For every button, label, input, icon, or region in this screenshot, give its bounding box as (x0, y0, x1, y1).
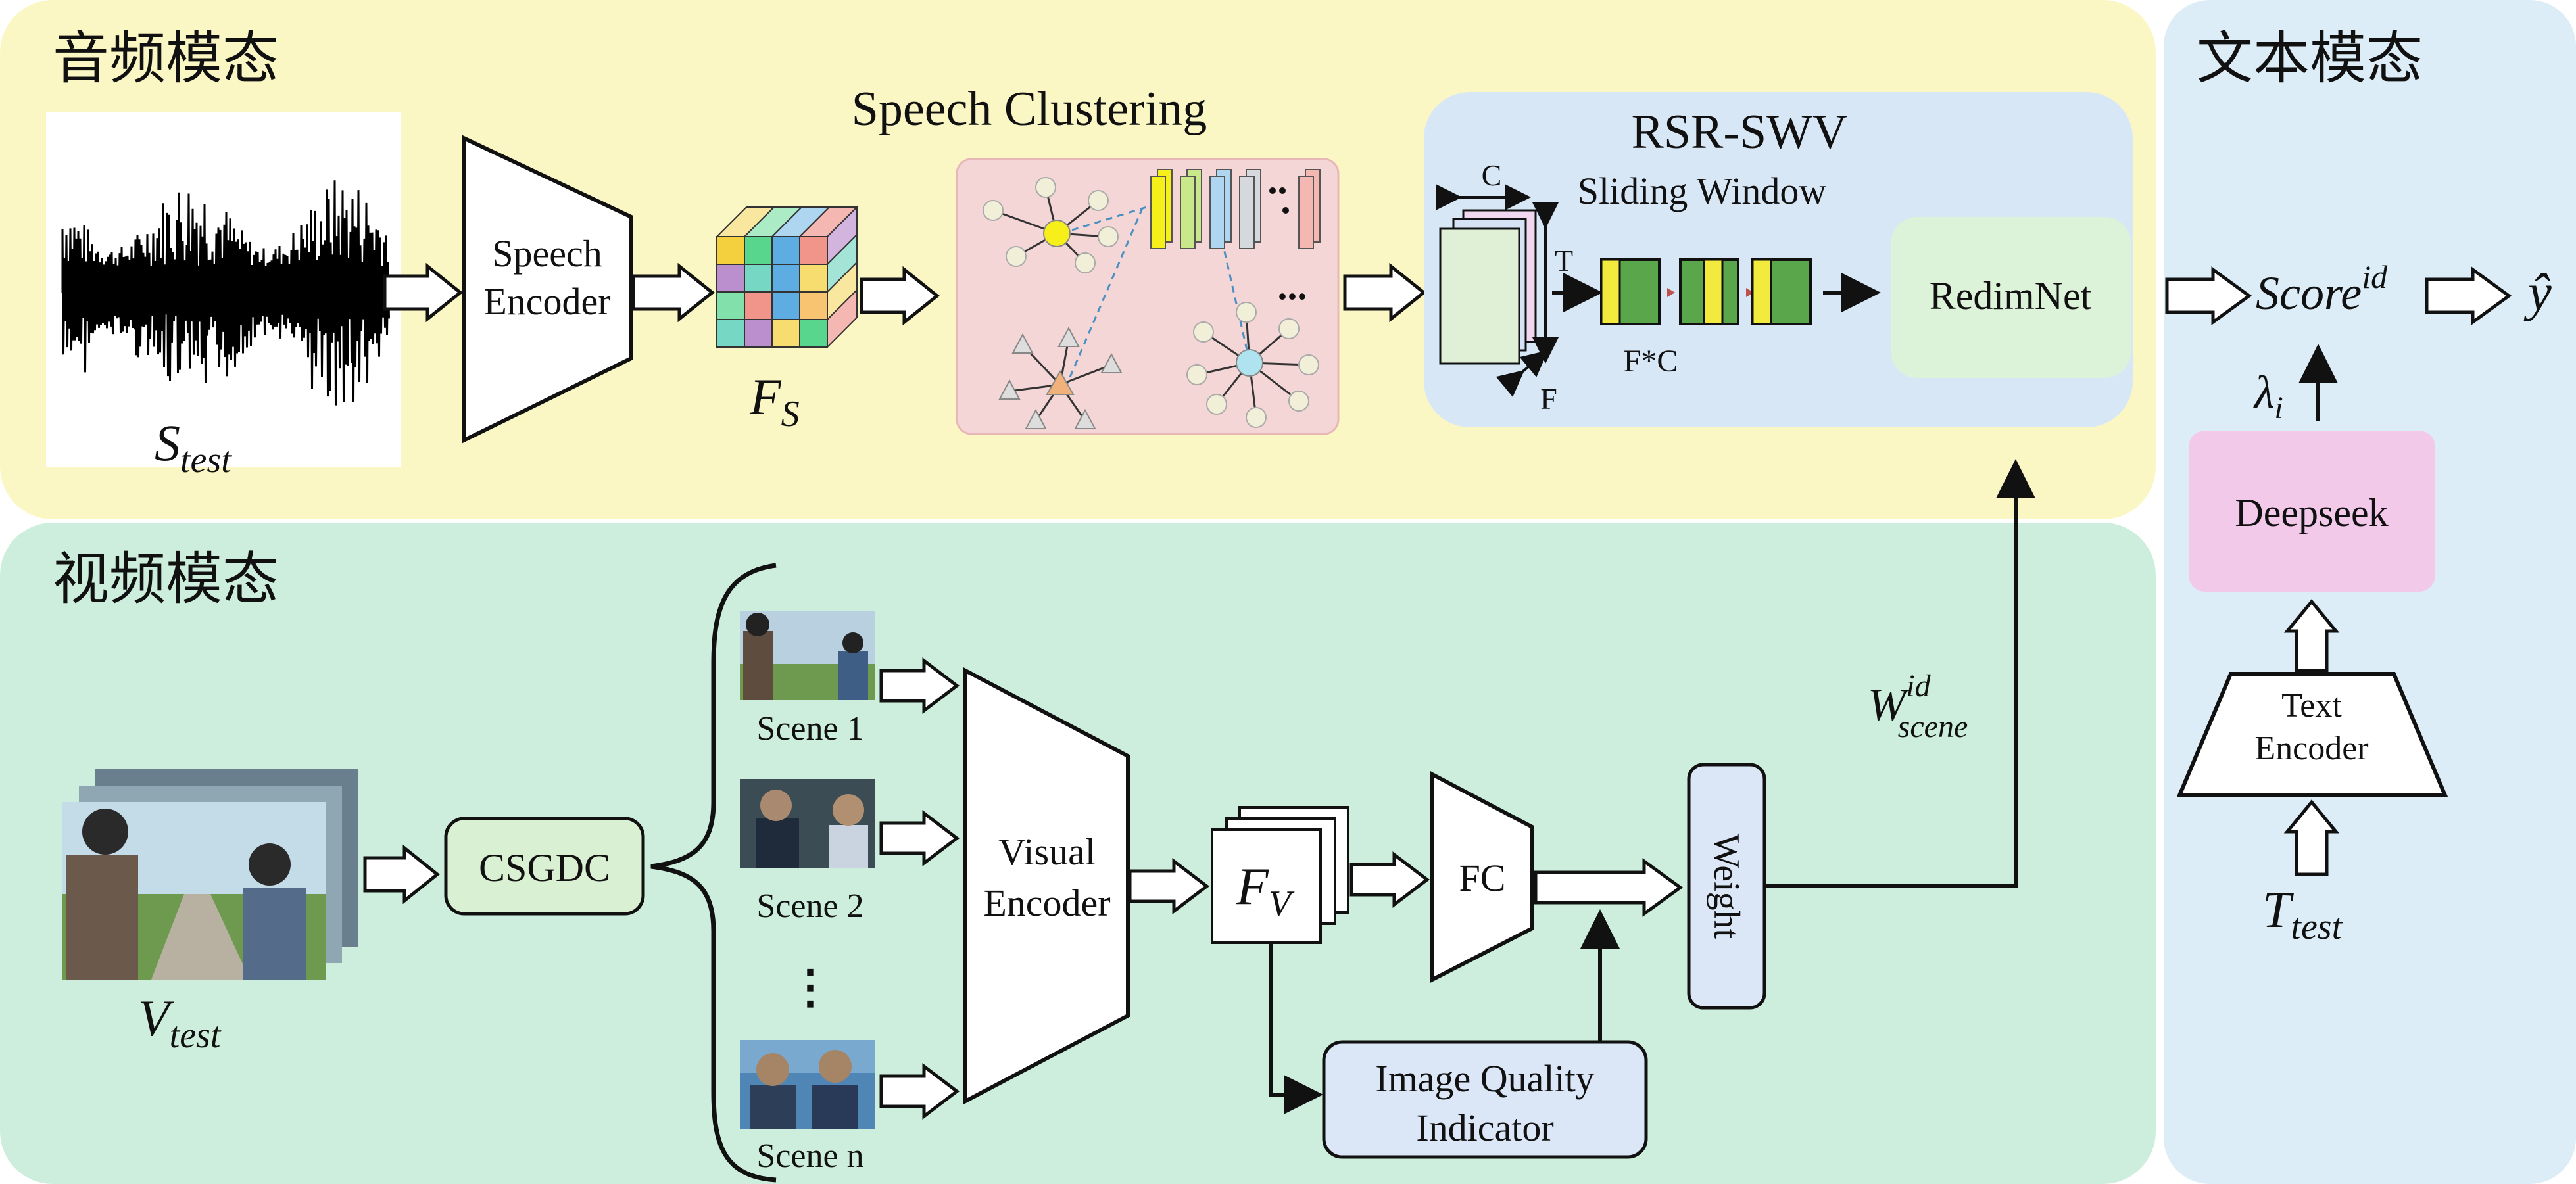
scene-brace (650, 563, 777, 1183)
prediction-label: ŷ (2523, 264, 2552, 322)
image-quality-indicator-block (1322, 1040, 1648, 1159)
text-encoder-shape (2176, 672, 2448, 797)
lambda-label: λi (2253, 367, 2283, 425)
visual-encoder-label-2: Encoder (983, 882, 1110, 924)
fc-label: FC (1459, 857, 1506, 899)
scene-2-thumbnail (740, 779, 875, 868)
csgdc-label: CSGDC (479, 846, 610, 889)
audio-input-label: Stest (155, 414, 232, 481)
dim-f-label: F (1540, 382, 1557, 415)
score-label: Scoreid (2256, 258, 2388, 320)
text-modality-title: 文本模态 (2197, 26, 2423, 91)
dim-t-label: T (1555, 244, 1573, 277)
redimnet-block (1891, 217, 2131, 378)
clustering-graph-icon (983, 169, 1321, 429)
iqi-label-2: Indicator (1416, 1106, 1553, 1149)
hollow-arrow-up (2283, 599, 2340, 673)
sliding-window-blocks (1600, 258, 1812, 325)
video-input-label: Vtest (138, 989, 222, 1056)
hollow-arrow (860, 266, 940, 326)
hollow-arrow (2165, 266, 2252, 325)
weight-to-redimnet-arrow (1764, 459, 2035, 888)
speech-feature-label: FS (749, 368, 800, 435)
text-modality-panel (2164, 0, 2576, 1184)
weight-label: Weight (1706, 834, 1747, 939)
dim-f-arrow (1495, 350, 1549, 397)
video-modality-title: 视频模态 (53, 546, 279, 612)
rsr-swv-title: RSR-SWV (1632, 105, 1848, 159)
hollow-arrow (879, 1062, 960, 1120)
speech-encoder-label-2: Encoder (483, 280, 610, 323)
visual-feature-label: FV (1236, 858, 1295, 924)
sliding-window-label: Sliding Window (1578, 170, 1827, 212)
hollow-arrow (879, 809, 960, 867)
fv-to-iqi-arrow (1269, 943, 1323, 1114)
speech-encoder-label: Speech (492, 232, 602, 275)
scene-1-thumbnail (740, 611, 875, 700)
hollow-arrow (363, 844, 441, 905)
video-frames-image (62, 769, 358, 980)
speech-encoder-shape (462, 135, 633, 444)
scene-2-label: Scene 2 (756, 888, 863, 925)
visual-feature-sheet (1211, 828, 1322, 944)
hollow-arrow-up (2283, 799, 2340, 876)
scene-1-label: Scene 1 (756, 710, 863, 747)
scene-dots: ⋮ (787, 962, 833, 1013)
speech-feature-cube-icon (715, 205, 859, 349)
text-encoder-label-2: Encoder (2254, 730, 2368, 767)
dim-c-label: C (1482, 158, 1502, 192)
hollow-arrow (1128, 857, 1210, 915)
audio-modality-title: 音频模态 (53, 26, 279, 91)
scene-n-thumbnail (740, 1040, 875, 1129)
deepseek-block (2189, 431, 2435, 592)
hollow-arrow (1349, 851, 1430, 909)
hollow-arrow (1534, 858, 1684, 917)
redimnet-label: RedimNet (1930, 274, 2092, 318)
scene-n-label: Scene n (756, 1137, 863, 1175)
hollow-arrow (631, 262, 716, 323)
visual-encoder-label: Visual (998, 830, 1096, 873)
iqi-label: Image Quality (1375, 1057, 1594, 1100)
hollow-arrow (2425, 266, 2512, 325)
text-input-label: Ttest (2262, 881, 2343, 947)
hollow-arrow (1343, 262, 1427, 323)
fc-shape (1430, 771, 1534, 983)
feature-sheet (1439, 227, 1520, 365)
visual-encoder-shape (963, 667, 1130, 1104)
speech-clustering-title: Speech Clustering (852, 82, 1207, 136)
csgdc-block (444, 817, 645, 916)
clustering-ellipsis: ... (1278, 264, 1307, 308)
fc-dim-label: F*C (1624, 344, 1678, 379)
deepseek-label: Deepseek (2235, 491, 2388, 534)
hollow-arrow (879, 657, 960, 715)
text-encoder-label: Text (2281, 687, 2342, 724)
hollow-arrow (383, 262, 464, 323)
